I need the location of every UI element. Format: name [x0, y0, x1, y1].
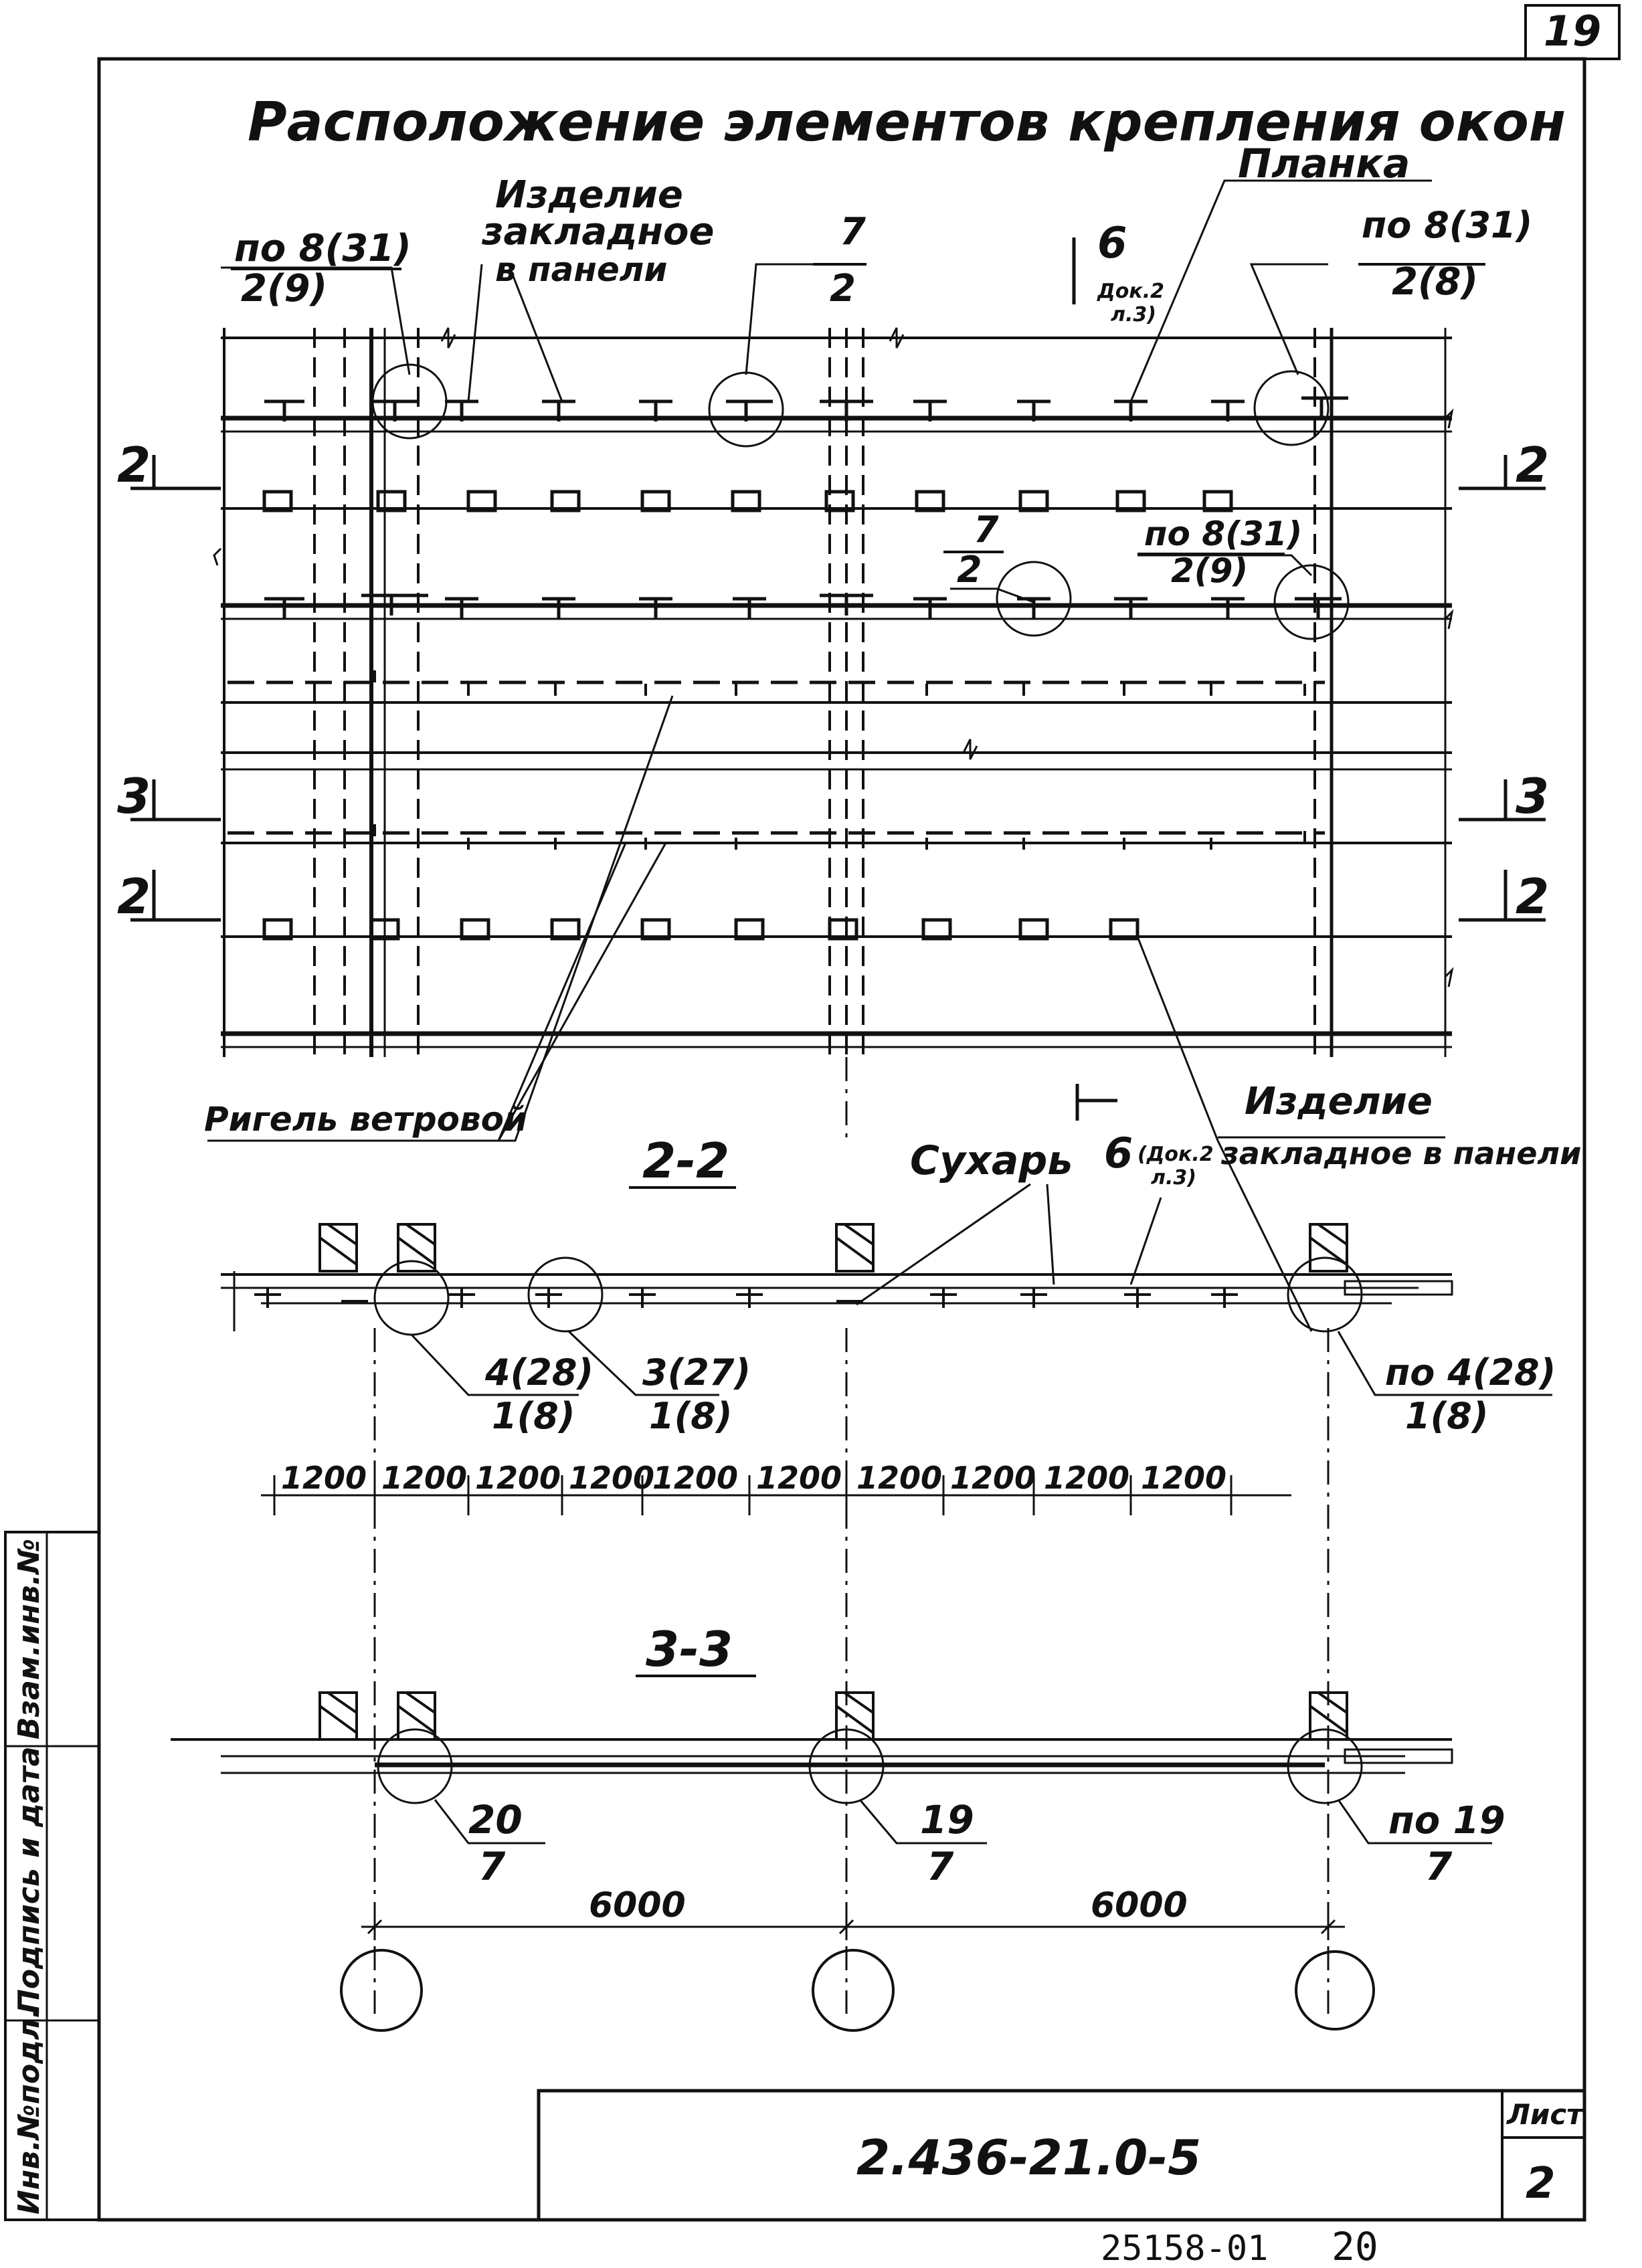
callout-c3-num: по 4(28) — [1385, 1351, 1556, 1394]
dim-1200-1: 1200 — [281, 1460, 367, 1496]
sheet-number: 2 — [1526, 2159, 1556, 2208]
section-marks: 2 2 3 3 2 2 — [117, 437, 1549, 925]
dim-1200-8: 1200 — [950, 1460, 1036, 1496]
sukhar-label: Сухарь — [910, 1137, 1073, 1184]
stamp-vzam-inv: Взам.инв.№ — [12, 1539, 46, 1739]
callout-s3-c1-num: 20 — [468, 1797, 523, 1842]
callout-top-left-den: 2(9) — [241, 267, 327, 310]
dim-1200-9: 1200 — [1044, 1460, 1129, 1496]
callout-mid-right-num: по 8(31) — [1144, 514, 1302, 553]
callout-s3-c1-den: 7 — [478, 1844, 506, 1889]
callout-c2-den: 1(8) — [649, 1395, 733, 1437]
dim-1200-2: 1200 — [381, 1460, 467, 1496]
section-mark-right-2-top: 2 — [1516, 437, 1549, 493]
callout-c3-den: 1(8) — [1405, 1395, 1489, 1437]
corner-sheet-number: 19 — [1544, 7, 1601, 56]
plan-callouts: по 8(31) 2(9) Изделие закладное в панели… — [204, 140, 1581, 1190]
document-code: 2.436-21.0-5 — [856, 2130, 1201, 2186]
section-mark-left-3: 3 — [117, 768, 151, 824]
embed2-label-line1: Изделие — [1245, 1080, 1433, 1123]
callout-c2-num: 3(27) — [642, 1351, 751, 1394]
view6b-label: 6 — [1104, 1129, 1133, 1177]
view6b-ref1: (Док.2 — [1137, 1143, 1214, 1166]
callout-mid7-den: 2 — [957, 549, 982, 591]
planka-label: Планка — [1238, 140, 1410, 187]
section-3-3 — [171, 1675, 1492, 2032]
section-2-2 — [221, 1183, 1552, 2014]
callout-c1-num: 4(28) — [484, 1351, 594, 1394]
view6-ref2: л.3) — [1111, 303, 1156, 326]
side-stamp: Инв.№подл. Подпись и дата Взам.инв.№ — [4, 1531, 100, 2221]
section-mark-right-2-bottom: 2 — [1516, 868, 1549, 925]
embed-label-line1: Изделие — [495, 173, 683, 217]
title-block — [537, 2089, 1586, 2222]
callout-s3-c2-den: 7 — [927, 1844, 954, 1889]
dim-6000-left: 6000 — [589, 1885, 686, 1925]
stamp-signature-date: Подпись и дата — [12, 1746, 46, 2014]
page-title: Расположение элементов крепления окон — [248, 91, 1566, 153]
section-2-2-labels: 2-2 Сухарь 4(28) 1(8) 3(27) 1(8) по 4(28… — [281, 1133, 1556, 1496]
dim-1200-10: 1200 — [1141, 1460, 1226, 1496]
section-mark-left-2-bottom: 2 — [117, 868, 151, 925]
dim-1200-3: 1200 — [475, 1460, 561, 1496]
section-2-2-title: 2-2 — [642, 1133, 729, 1189]
section-mark-right-3: 3 — [1516, 768, 1549, 824]
plan-view — [130, 179, 1546, 1332]
dim-1200-5: 1200 — [652, 1460, 738, 1496]
callout-s3-c3-num: по 19 — [1388, 1799, 1506, 1842]
embed-label-line3: в панели — [495, 250, 667, 289]
callout-mid-right-den: 2(9) — [1171, 551, 1248, 590]
view6-label: 6 — [1097, 219, 1127, 268]
dim-1200-7: 1200 — [856, 1460, 942, 1496]
page-number: 20 — [1332, 2224, 1378, 2268]
dim-1200-4: 1200 — [569, 1460, 654, 1496]
archive-code: 25158-01 — [1101, 2229, 1268, 2268]
callout-s3-c2-num: 19 — [920, 1797, 974, 1842]
section-3-3-labels: 3-3 20 7 19 7 по 19 7 6000 6000 — [468, 1621, 1506, 1925]
section-3-3-title: 3-3 — [646, 1621, 733, 1677]
dim-6000-right: 6000 — [1091, 1885, 1188, 1925]
view6b-ref2: л.3) — [1151, 1166, 1196, 1190]
wind-beam-label: Ригель ветровой — [204, 1100, 527, 1139]
callout-mid7-num: 7 — [974, 508, 999, 551]
sheet-label: Лист — [1506, 2098, 1584, 2131]
callout-s3-c3-den: 7 — [1425, 1844, 1453, 1889]
embed-label-line2: закладное — [481, 210, 715, 254]
dim-1200-6: 1200 — [756, 1460, 842, 1496]
section-mark-left-2-top: 2 — [117, 437, 151, 493]
embed2-label-line2: закладное в панели — [1220, 1135, 1581, 1171]
view6-ref1: Док.2 — [1097, 280, 1164, 303]
callout-top-left-num: по 8(31) — [234, 227, 412, 270]
callout-mark7-den: 2 — [830, 267, 856, 310]
callout-c1-den: 1(8) — [492, 1395, 575, 1437]
callout-top-right-den: 2(8) — [1392, 260, 1478, 304]
callout-top-right-num: по 8(31) — [1362, 204, 1532, 246]
stamp-inv-podl: Инв.№подл. — [12, 2007, 46, 2214]
callout-mark7-num: 7 — [840, 210, 866, 254]
